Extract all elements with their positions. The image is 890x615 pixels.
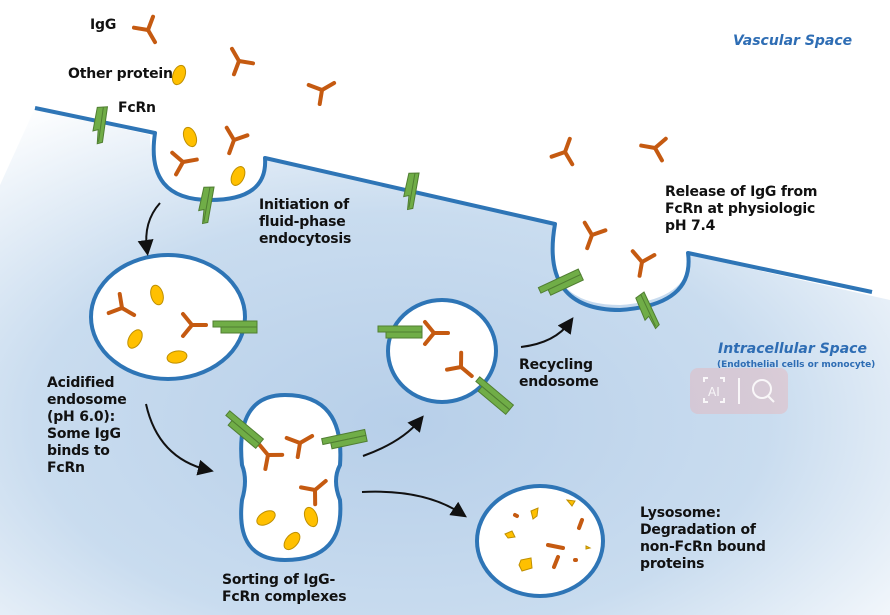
- intracellular-subtitle: (Endothelial cells or monocyte): [717, 360, 876, 370]
- step-lysosome: Lysosome: Degradation of non-FcRn bound …: [640, 505, 766, 572]
- degraded-protein-fragments: [504, 499, 592, 572]
- svg-text:AI: AI: [708, 385, 720, 399]
- watermark: AI: [690, 368, 788, 414]
- igg-icon: [216, 125, 250, 159]
- step-acidified-endosome: Acidified endosome (pH 6.0): Some IgG bi…: [47, 375, 127, 476]
- arrow-to-lysosome: [361, 490, 467, 518]
- arrow-endocytosis: [137, 202, 161, 256]
- fcrn-legend-label: FcRn: [118, 100, 156, 116]
- other-protein-legend-label: Other protein: [68, 66, 173, 82]
- igg-icon: [574, 220, 608, 254]
- arrow-to-release: [520, 317, 574, 348]
- igg-icon: [170, 146, 201, 177]
- other-protein-icon: [227, 163, 249, 189]
- arrow-to-sorting: [145, 403, 214, 476]
- degraded-fragments: [513, 513, 584, 569]
- intracellular-space-label: Intracellular Space: [718, 341, 867, 357]
- igg-icon: [549, 133, 583, 167]
- lysosome: [475, 484, 605, 598]
- step-recycling: Recycling endosome: [519, 357, 599, 390]
- igg-icon: [626, 249, 657, 280]
- plasma-membrane: [34, 106, 873, 312]
- igg-icon: [637, 132, 668, 163]
- igg-icon: [306, 71, 342, 107]
- recycling-endosome: [386, 298, 498, 404]
- igg-legend-label: IgG: [90, 17, 117, 33]
- step-release: Release of IgG from FcRn at physiologic …: [665, 184, 818, 234]
- acidified-endosome: [89, 253, 247, 381]
- search-icon: [752, 379, 775, 403]
- other-protein-icon: [180, 125, 200, 149]
- vascular-space-label: Vascular Space: [733, 33, 853, 49]
- ai-icon: AI: [703, 377, 725, 403]
- step-sorting: Sorting of IgG- FcRn complexes: [222, 572, 347, 605]
- igg-icon: [220, 41, 256, 77]
- igg-legend-icon: [131, 14, 167, 50]
- step-initiation: Initiation of fluid-phase endocytosis: [259, 197, 352, 247]
- arrow-to-recycling: [362, 415, 424, 457]
